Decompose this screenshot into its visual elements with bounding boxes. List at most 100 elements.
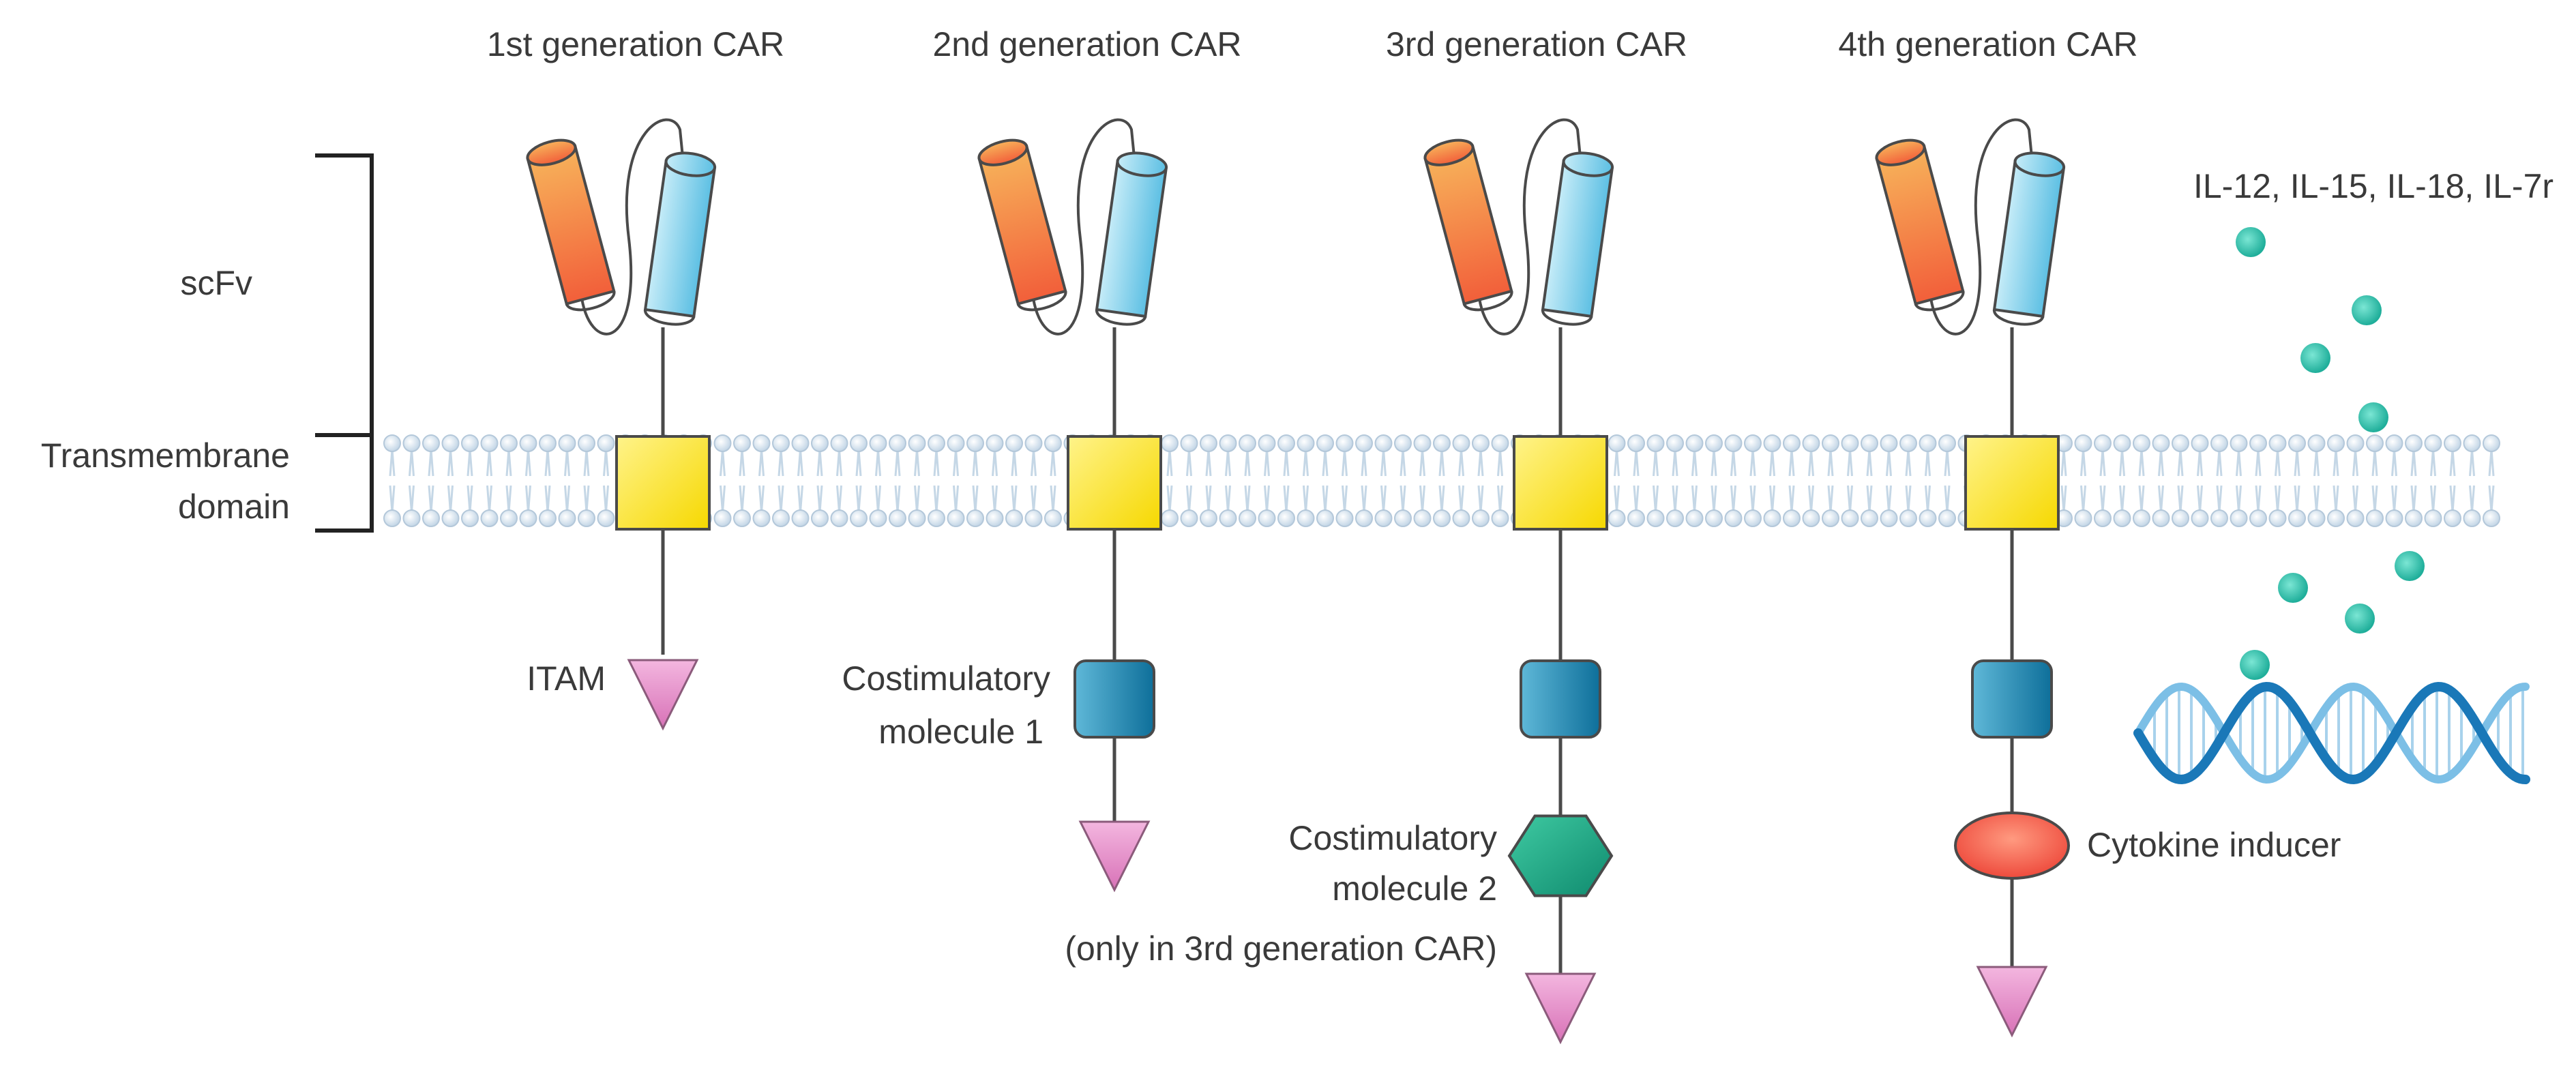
car-gen3 — [1423, 118, 1614, 1045]
linker-loop — [1477, 118, 1582, 336]
dna-helix-icon — [2133, 681, 2530, 785]
membrane-bead — [1161, 509, 1179, 527]
scfv-light-chain — [1992, 151, 2066, 326]
linker-loop — [1031, 118, 1136, 336]
membrane-bead — [1258, 434, 1276, 452]
membrane-bead — [713, 509, 732, 527]
scfv-heavy-chain — [1423, 138, 1513, 312]
cytokine-dot — [2278, 573, 2308, 603]
membrane-bead — [2327, 434, 2345, 452]
membrane-bead — [1297, 509, 1315, 527]
membrane-bead — [1666, 509, 1684, 527]
membrane-bead — [2230, 434, 2248, 452]
membrane-bead — [2074, 509, 2092, 527]
membrane-bead — [500, 509, 518, 527]
transmembrane-domain — [1513, 435, 1608, 531]
membrane-bead — [1724, 434, 1743, 452]
membrane-bead — [1685, 434, 1704, 452]
membrane-bead — [441, 509, 460, 527]
membrane-bead — [947, 509, 965, 527]
membrane-bead — [1394, 509, 1412, 527]
scfv-heavy-chain — [977, 138, 1067, 312]
membrane-bead — [2152, 509, 2170, 527]
membrane-bead — [1433, 509, 1451, 527]
membrane-bead — [2346, 509, 2365, 527]
membrane-bead — [383, 434, 401, 452]
membrane-bead — [1180, 509, 1198, 527]
membrane-bead — [830, 509, 848, 527]
costim2-label-line3: (only in 3rd generation CAR) — [1065, 929, 1497, 968]
membrane-bead — [791, 509, 810, 527]
scfv-heavy-chain — [1875, 138, 1965, 312]
membrane-bead — [1219, 509, 1237, 527]
membrane-bead — [2444, 509, 2461, 527]
membrane-bead — [1355, 434, 1373, 452]
membrane-bead — [1297, 434, 1315, 452]
transmembrane-domain — [615, 435, 711, 531]
membrane-bead — [1239, 509, 1256, 527]
membrane-bead — [1822, 509, 1839, 527]
membrane-bead — [1627, 434, 1645, 452]
membrane-bead — [1044, 434, 1062, 452]
membrane-bead — [1938, 509, 1956, 527]
linker-loop — [1929, 118, 2034, 336]
membrane-bead — [1705, 509, 1723, 527]
membrane-bead — [986, 434, 1004, 452]
membrane-bead — [383, 509, 401, 527]
membrane-bead — [2366, 434, 2384, 452]
membrane-bead — [2113, 434, 2131, 452]
membrane-bead — [1899, 434, 1917, 452]
gen2-title: 2nd generation CAR — [932, 25, 1241, 63]
membrane-bead — [1646, 509, 1665, 527]
gen4-title: 4th generation CAR — [1838, 25, 2137, 63]
membrane-bead — [2210, 509, 2228, 527]
itam-domain — [627, 659, 699, 731]
costim1-domain — [1971, 659, 2053, 739]
membrane-bead — [1783, 509, 1801, 527]
membrane-bead — [2210, 434, 2228, 452]
membrane-bead — [2405, 434, 2423, 452]
membrane-bead — [441, 434, 460, 452]
membrane-bead — [2113, 509, 2131, 527]
cytokine-dot — [2236, 227, 2266, 257]
membrane-bead — [422, 434, 440, 452]
membrane-bead — [1335, 509, 1354, 527]
membrane-bead — [2385, 434, 2403, 452]
membrane-bead — [402, 434, 421, 452]
scfv-light-chain — [643, 151, 717, 326]
membrane-bead — [1841, 434, 1859, 452]
membrane-bead — [850, 434, 868, 452]
membrane-bead — [1452, 509, 1470, 527]
membrane-bead — [1316, 434, 1334, 452]
membrane-bead — [986, 509, 1004, 527]
membrane-bead — [1394, 434, 1412, 452]
membrane-bead — [1763, 434, 1781, 452]
membrane-bead — [908, 434, 926, 452]
membrane-bead — [2307, 434, 2326, 452]
membrane-bead — [1841, 509, 1859, 527]
membrane-bead — [2133, 509, 2150, 527]
transmembrane-domain — [1067, 435, 1162, 531]
membrane-bead — [2094, 509, 2112, 527]
membrane-bead — [752, 434, 771, 452]
membrane-bead — [480, 509, 499, 527]
membrane-bead — [772, 509, 790, 527]
membrane-bead — [947, 434, 965, 452]
membrane-bead — [928, 509, 945, 527]
cytokine-dot — [2395, 551, 2425, 581]
membrane-bead — [966, 509, 984, 527]
membrane-bead — [1919, 509, 1937, 527]
membrane-bead — [1452, 434, 1470, 452]
membrane-bead — [752, 509, 771, 527]
membrane-bead — [2074, 434, 2092, 452]
membrane-bead — [733, 509, 751, 527]
gen3-title: 3rd generation CAR — [1386, 25, 1687, 63]
membrane-bead — [2172, 434, 2189, 452]
membrane-bead — [1783, 434, 1801, 452]
membrane-bead — [2463, 434, 2481, 452]
costim2-label-line1: Costimulatory — [1288, 819, 1497, 857]
cytokine-particles — [2236, 227, 2425, 680]
membrane-bead — [2424, 434, 2442, 452]
membrane-bead — [1919, 434, 1937, 452]
costim1-label-line2: molecule 1 — [878, 713, 1043, 751]
